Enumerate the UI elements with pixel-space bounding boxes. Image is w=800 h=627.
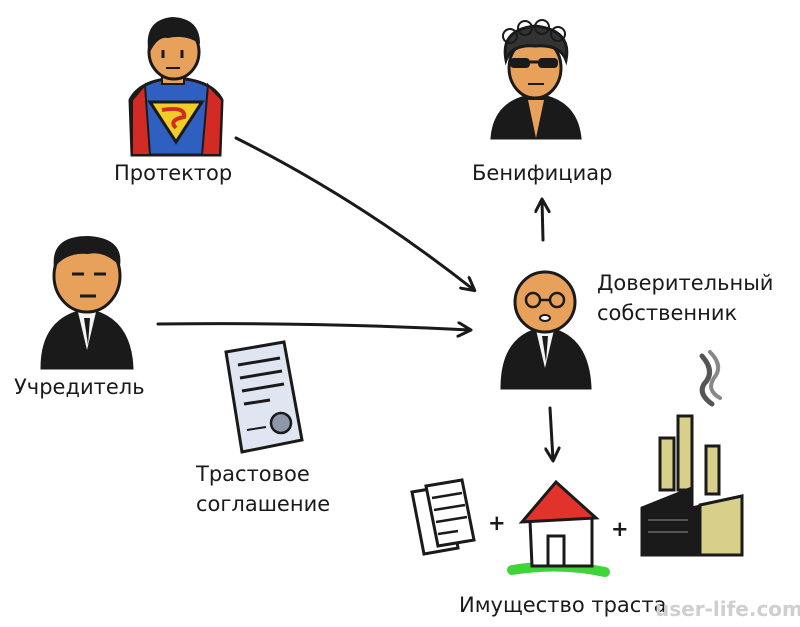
- trustee-label-line1: Доверительный: [597, 271, 774, 295]
- trustee-figure: [500, 270, 592, 390]
- agreement-label-line1: Трастовое: [196, 462, 310, 486]
- arrow-trustee-to-beneficiary: [542, 200, 543, 242]
- house-icon: [507, 479, 610, 577]
- agreement-label-line2: соглашение: [196, 492, 331, 516]
- papers-icon: [410, 478, 476, 556]
- arrow-trustee-to-property: [550, 406, 553, 460]
- factory-icon: [640, 350, 744, 557]
- settlor-label: Учредитель: [14, 375, 145, 399]
- protector-figure: [128, 17, 224, 157]
- plus-operator: +: [611, 517, 629, 541]
- arrow-settlor-to-trustee: [156, 324, 470, 330]
- protector-label: Протектор: [114, 161, 233, 185]
- watermark: user-life.com: [655, 597, 800, 621]
- trust-property-label: Имущество траста: [459, 593, 667, 617]
- trustee-label-line2: собственник: [597, 301, 738, 325]
- beneficiary-label: Бенифициар: [472, 161, 613, 185]
- settlor-figure: [40, 236, 134, 370]
- plus-operator: +: [488, 511, 506, 535]
- arrow-protector-to-trustee: [234, 136, 474, 290]
- beneficiary-figure: [490, 19, 582, 140]
- agreement-document-icon: [224, 340, 304, 454]
